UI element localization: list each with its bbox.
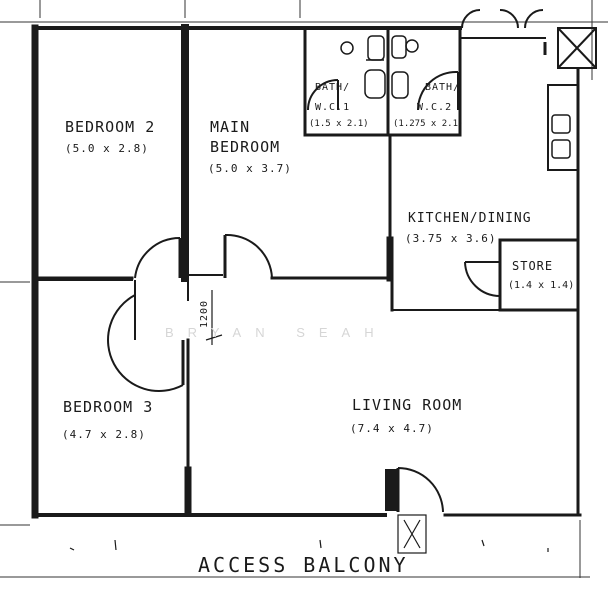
balcony-label: ACCESS BALCONY [198, 553, 409, 577]
bedroom3-label: BEDROOM 3 [63, 398, 153, 416]
bath1-sub: W.C.1 [315, 102, 350, 113]
bath2-dims: (1.275 x 2.1) [393, 119, 463, 129]
bath2-sub: W.C.2 [417, 102, 452, 113]
exterior-walls [31, 24, 582, 519]
doors [107, 9, 544, 513]
kitchen-label: KITCHEN/DINING [408, 211, 532, 226]
balcony-ticks [69, 539, 549, 552]
corridor-dimension [205, 290, 223, 345]
living-room-dims: (7.4 x 4.7) [350, 422, 434, 435]
bedroom2-dims: (5.0 x 2.8) [65, 142, 149, 155]
main-bedroom-dims: (5.0 x 3.7) [208, 162, 292, 175]
corridor-width-label: 1200 [199, 300, 210, 328]
main-bedroom-label-2: BEDROOM [210, 138, 280, 156]
store-dims: (1.4 x 1.4) [508, 280, 574, 291]
bath-fixtures [340, 35, 419, 99]
kitchen-dims: (3.75 x 3.6) [405, 232, 496, 245]
bedroom3-dims: (4.7 x 2.8) [62, 428, 146, 441]
bath1-dims: (1.5 x 2.1) [309, 119, 369, 129]
store-label: STORE [512, 259, 553, 273]
watermark: BRYAN SEAH [165, 325, 388, 340]
bath2-label: BATH/ [425, 82, 460, 93]
main-bedroom-label-1: MAIN [210, 118, 250, 136]
kitchen-fixtures [543, 42, 571, 159]
entry-gate [397, 514, 427, 554]
bedroom2-label: BEDROOM 2 [65, 118, 155, 136]
living-room-label: LIVING ROOM [352, 396, 462, 414]
chute-box-icon [557, 27, 597, 69]
bath1-label: BATH/ [315, 82, 350, 93]
outer-guides [0, 0, 608, 578]
interior-walls [36, 24, 580, 517]
